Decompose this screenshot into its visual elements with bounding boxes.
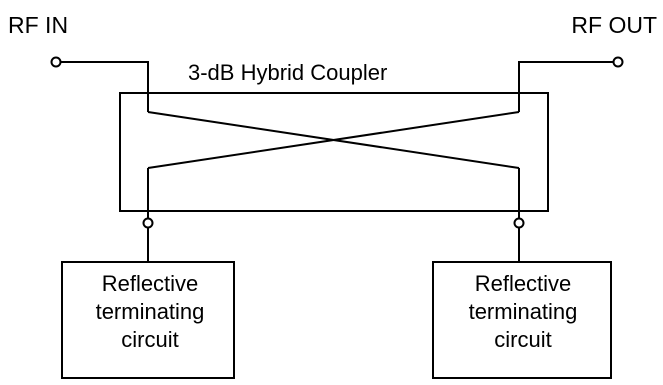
coupler-through-path-right (147, 111, 520, 169)
coupler-title: 3-dB Hybrid Coupler (188, 60, 388, 85)
right-termination-terminal (513, 217, 525, 229)
right-termination-line-2: terminating (468, 299, 578, 324)
left-termination-line-2: terminating (95, 299, 205, 324)
left-termination-box (61, 261, 235, 379)
left-termination-line-3: circuit (121, 327, 179, 352)
right-termination-line-1: Reflective (474, 271, 572, 296)
left-termination-terminal (142, 217, 154, 229)
right-termination-line-3: circuit (494, 327, 552, 352)
rf-in-port-terminal (50, 56, 62, 68)
right-termination-box (432, 261, 612, 379)
rf-out-label: RF OUT (571, 12, 657, 38)
rf-out-port-terminal (612, 56, 624, 68)
hybrid-coupler-box (119, 92, 549, 212)
rf-in-lead (61, 61, 149, 112)
left-termination-label: Reflective terminating circuit (60, 270, 240, 354)
rf-in-label: RF IN (8, 12, 69, 38)
right-termination-label: Reflective terminating circuit (433, 270, 613, 354)
rf-out-lead (518, 61, 613, 112)
left-termination-line-1: Reflective (101, 271, 199, 296)
